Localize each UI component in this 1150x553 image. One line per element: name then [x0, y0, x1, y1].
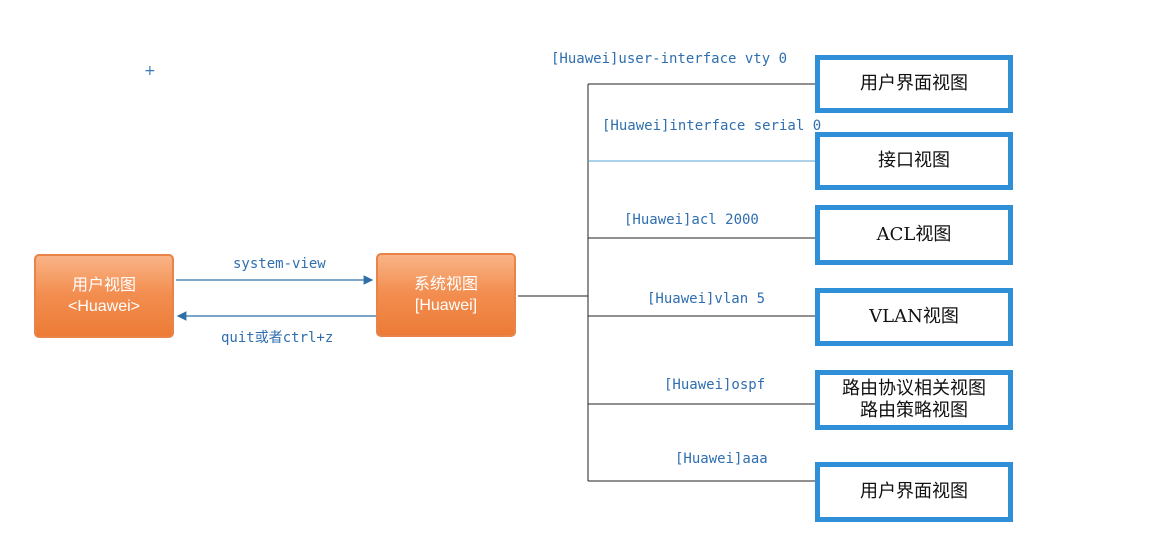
user-view-prompt: <Huawei>: [67, 298, 141, 315]
target-label: 接口视图: [878, 150, 950, 171]
target-box-aaa-view: 用户界面视图: [815, 462, 1013, 522]
target-box-routing-views: 路由协议相关视图 路由策略视图: [815, 370, 1013, 430]
forward-arrow-label: system-view: [233, 256, 326, 272]
target-label: 用户界面视图: [860, 73, 968, 94]
target-label: VLAN视图: [869, 306, 959, 327]
system-view-prompt: [Huawei]: [414, 297, 478, 314]
branch-command-5: [Huawei]ospf: [664, 377, 766, 393]
back-arrow-label: quit或者ctrl+z: [221, 330, 334, 346]
target-label-line-2: 路由策略视图: [860, 400, 968, 421]
user-view-label: 用户视图: [71, 277, 136, 294]
target-label-line-1: 路由协议相关视图: [842, 378, 986, 399]
branch-command-3: [Huawei]acl 2000: [624, 212, 759, 228]
target-box-acl-view: ACL视图: [815, 205, 1013, 265]
plus-marker-icon: +: [144, 63, 156, 79]
target-box-interface-view: 接口视图: [815, 132, 1013, 190]
branch-command-6: [Huawei]aaa: [675, 451, 768, 467]
system-view-node: 系统视图 [Huawei]: [376, 253, 516, 337]
target-box-user-interface-view: 用户界面视图: [815, 55, 1013, 113]
branch-command-2: [Huawei]interface serial 0: [602, 118, 822, 134]
branch-command-4: [Huawei]vlan 5: [647, 291, 766, 307]
user-view-node: 用户视图 <Huawei>: [34, 254, 174, 338]
system-view-label: 系统视图: [413, 276, 478, 293]
target-box-vlan-view: VLAN视图: [815, 288, 1013, 346]
target-label: ACL视图: [876, 224, 952, 245]
branch-command-1: [Huawei]user-interface vty 0: [551, 51, 788, 67]
target-label: 用户界面视图: [860, 481, 968, 502]
